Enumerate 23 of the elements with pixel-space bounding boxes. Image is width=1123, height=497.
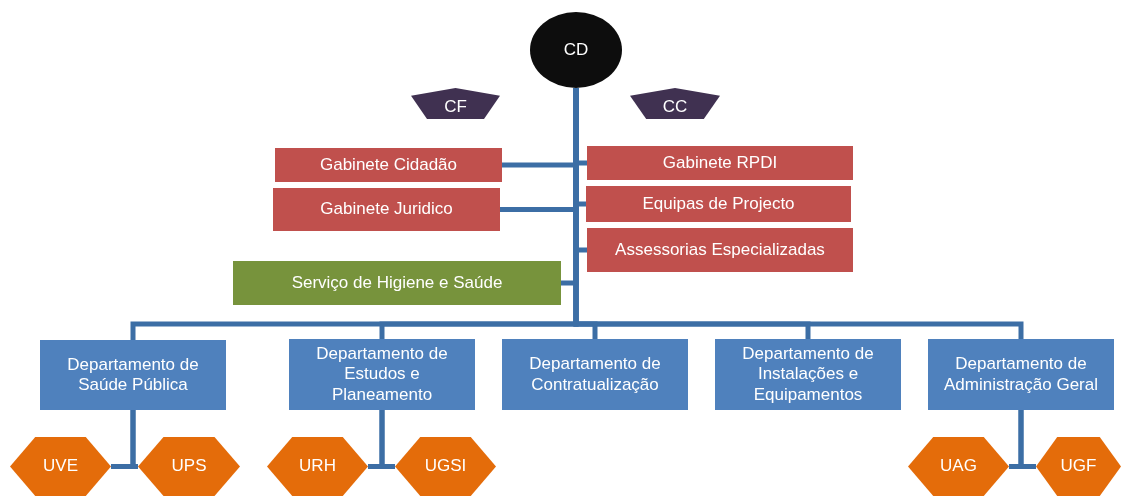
pentagon-node: CF — [411, 88, 500, 119]
unit-hexagon: UPS — [138, 437, 240, 496]
ellipse-node: CD — [530, 12, 622, 88]
office-box: Assessorias Especializadas — [587, 228, 853, 272]
department-box: Departamento de Estudos e Planeamento — [289, 339, 475, 410]
unit-hexagon: UGSI — [395, 437, 496, 496]
unit-hexagon: UGF — [1036, 437, 1121, 496]
connector-line — [379, 410, 395, 469]
unit-hexagon: URH — [267, 437, 368, 496]
office-box: Gabinete Cidadão — [275, 148, 502, 182]
pentagon-node: CC — [630, 88, 720, 119]
department-box: Departamento de Saúde Pública — [40, 340, 226, 410]
connector-line — [1018, 410, 1036, 469]
department-box: Departamento de Administração Geral — [928, 339, 1114, 410]
service-box: Serviço de Higiene e Saúde — [233, 261, 561, 305]
office-box: Gabinete Juridico — [273, 188, 500, 231]
department-box: Departamento de Contratualização — [502, 339, 688, 410]
office-box: Equipas de Projecto — [586, 186, 851, 222]
department-box: Departamento de Instalações e Equipamentos — [715, 339, 901, 410]
office-box: Gabinete RPDI — [587, 146, 853, 180]
connector-line — [130, 410, 138, 469]
unit-hexagon: UVE — [10, 437, 111, 496]
unit-hexagon: UAG — [908, 437, 1009, 496]
